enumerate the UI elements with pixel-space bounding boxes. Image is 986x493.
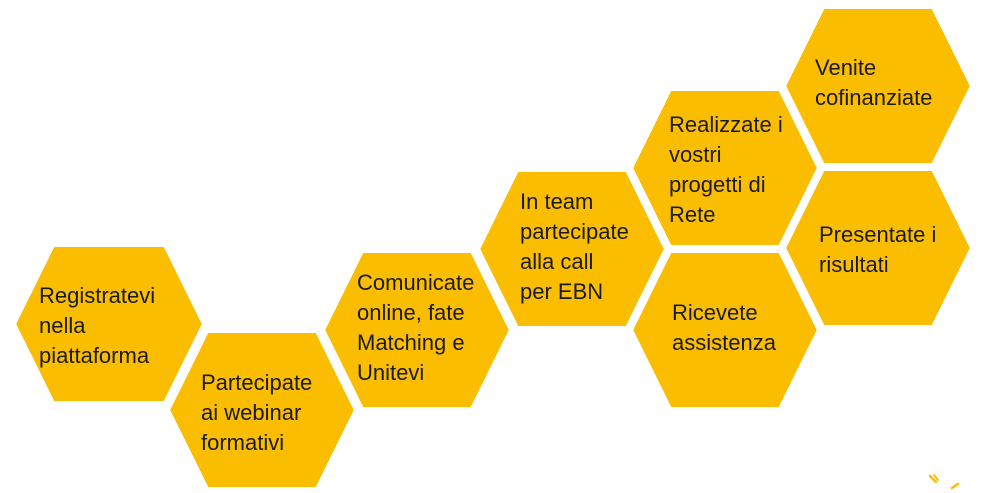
hexagon-step-6 (629, 249, 821, 411)
step-1-label: Registratevi nella piattaforma (39, 283, 156, 368)
step-8-label: Presentate i risultati (819, 222, 937, 277)
step-2-label: Partecipate ai webinar formativi (201, 370, 313, 455)
step-7-label: Venite cofinanziate (815, 55, 933, 110)
hexagon-step-2 (166, 329, 358, 491)
hexagon-step-7 (782, 5, 974, 167)
step-4-label: In team partecipate alla call per EBN (520, 189, 629, 304)
hexagon-step-5 (629, 87, 821, 249)
step-3-label: Comunicate online, fate Matching e Unite… (357, 270, 475, 385)
step-5-label: Realizzate i vostri progetti di Rete (669, 112, 783, 227)
hexagon-step-1 (12, 243, 206, 405)
hexagon-step-3 (321, 249, 513, 411)
step-6-label: Ricevete assistenza (672, 300, 776, 355)
hexagon-step-8 (782, 167, 974, 329)
hexagon-step-4 (476, 168, 668, 330)
corner-decoration-icon (928, 474, 960, 490)
